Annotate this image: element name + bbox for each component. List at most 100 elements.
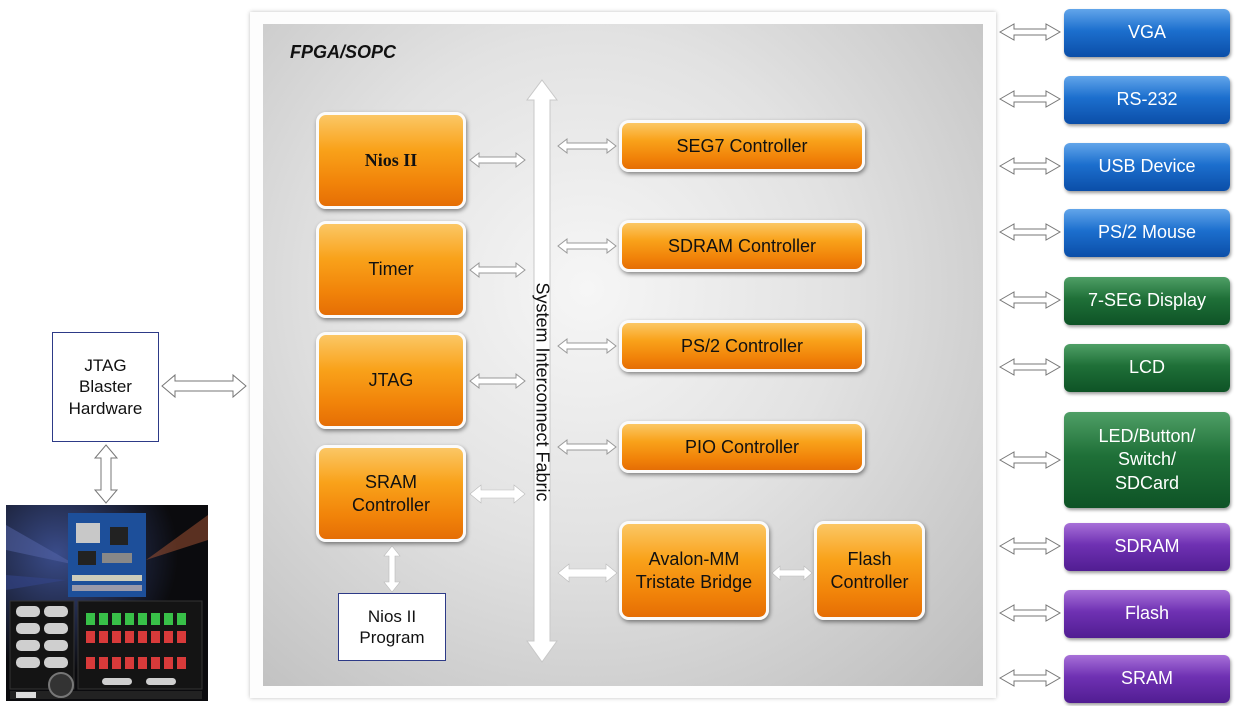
board-led-red: [112, 631, 121, 643]
board-led-red: [151, 657, 160, 669]
system-interconnect-label: System Interconnect Fabric: [532, 282, 553, 502]
sdram-controller-block: SDRAM Controller: [619, 220, 865, 272]
jtag-block: JTAG: [316, 332, 466, 429]
seven-seg-display-label: 7-SEG Display: [1087, 290, 1207, 311]
avalon-bridge-block: Avalon-MM Tristate Bridge: [619, 521, 769, 620]
board-button: [16, 657, 40, 668]
board-led-red: [125, 631, 134, 643]
board-led-red: [112, 657, 121, 669]
nios-ii-block: Nios II: [316, 112, 466, 209]
lcd-arrow: [998, 358, 1062, 376]
sram-program-arrow: [383, 545, 401, 593]
vga-arrow: [998, 23, 1062, 41]
board-led-red: [99, 631, 108, 643]
peripheral-arrows: [998, 23, 1062, 687]
flash-label: Flash: [1124, 603, 1169, 624]
usb-device-block: USB Device: [1064, 143, 1230, 191]
jtag-blaster-hardware-label: JTAG Blaster Hardware: [68, 356, 143, 418]
board-led-red: [138, 657, 147, 669]
bridge-flash-arrow: [771, 565, 813, 581]
rs232-block: RS-232: [1064, 76, 1230, 124]
lcd-block: LCD: [1064, 344, 1230, 392]
vga-label: VGA: [1127, 22, 1166, 43]
left-bus-arrows: [469, 151, 526, 390]
board-led-green: [164, 613, 173, 625]
sdram-controller-label: SDRAM Controller: [667, 235, 817, 256]
rs232-arrow: [998, 90, 1062, 108]
sram-controller-block: SRAM Controller: [316, 445, 466, 542]
board-led-red: [177, 631, 186, 643]
avalon-bridge-label: Avalon-MM Tristate Bridge: [635, 549, 753, 592]
board-led-red: [151, 631, 160, 643]
board-button: [16, 606, 40, 617]
board-button: [102, 678, 132, 685]
sram-controller-label: SRAM Controller: [351, 472, 431, 515]
board-led-red: [99, 657, 108, 669]
bridge-bus-arrow: [557, 563, 618, 583]
seven-seg-display-block: 7-SEG Display: [1064, 277, 1230, 325]
ps2-ctrl-bus-arrow: [557, 337, 617, 355]
flash-block: Flash: [1064, 590, 1230, 638]
right-bus-arrows: [557, 137, 617, 456]
jtag-bus-arrow: [469, 372, 526, 390]
usb-arrow: [998, 157, 1062, 175]
board-led-red: [86, 657, 95, 669]
rs232-label: RS-232: [1116, 89, 1178, 110]
board-led-green: [112, 613, 121, 625]
flash-controller-block: Flash Controller: [814, 521, 925, 620]
fpga-title: FPGA/SOPC: [290, 42, 397, 62]
nios-ii-program-box: Nios II Program: [338, 593, 446, 661]
board-button: [44, 640, 68, 651]
board-led-red: [164, 631, 173, 643]
sdram-arrow: [998, 537, 1062, 555]
board-button: [44, 657, 68, 668]
led-arrow: [998, 451, 1062, 469]
ps2-mouse-label: PS/2 Mouse: [1097, 222, 1197, 243]
board-button: [44, 606, 68, 617]
board-picture: [6, 505, 208, 701]
seg7-controller-block: SEG7 Controller: [619, 120, 865, 172]
sdram-label: SDRAM: [1114, 536, 1180, 557]
ps2-mouse-block: PS/2 Mouse: [1064, 209, 1230, 257]
board-led-red: [164, 657, 173, 669]
pio-controller-block: PIO Controller: [619, 421, 865, 473]
ps2-mouse-arrow: [998, 223, 1062, 241]
timer-label: Timer: [368, 259, 414, 280]
sdram-ctrl-bus-arrow: [557, 237, 617, 255]
ps2-controller-label: PS/2 Controller: [680, 335, 804, 356]
led-button-switch-sdcard-label: LED/Button/ Switch/ SDCard: [1098, 425, 1196, 493]
board-led-green: [99, 613, 108, 625]
usb-device-label: USB Device: [1098, 156, 1196, 177]
system-bus-arrow: [526, 79, 558, 663]
timer-bus-arrow: [469, 261, 526, 279]
board-led-green: [151, 613, 160, 625]
led-button-switch-sdcard-block: LED/Button/ Switch/ SDCard: [1064, 412, 1230, 508]
vga-block: VGA: [1064, 9, 1230, 57]
board-led-green: [138, 613, 147, 625]
sdram-block: SDRAM: [1064, 523, 1230, 571]
seg-display-arrow: [998, 291, 1062, 309]
flash-arrow: [998, 604, 1062, 622]
sram-bus-arrow: [469, 484, 526, 504]
board-led-green: [125, 613, 134, 625]
pio-ctrl-bus-arrow: [557, 438, 617, 456]
seg7-bus-arrow: [557, 137, 617, 155]
board-dial: [48, 672, 74, 698]
pio-controller-label: PIO Controller: [684, 436, 800, 457]
board-led-red: [86, 631, 95, 643]
board-led-red: [177, 657, 186, 669]
sram-arrow: [998, 669, 1062, 687]
sram-block: SRAM: [1064, 655, 1230, 703]
board-led-green: [177, 613, 186, 625]
jtag-hw-board-arrow: [93, 444, 119, 504]
jtag-label: JTAG: [368, 370, 414, 391]
timer-block: Timer: [316, 221, 466, 318]
board-button: [16, 623, 40, 634]
board-button: [146, 678, 176, 685]
sram-label: SRAM: [1120, 668, 1173, 689]
nios-ii-program-label: Nios II Program: [359, 606, 425, 647]
ps2-controller-block: PS/2 Controller: [619, 320, 865, 372]
board-button: [16, 640, 40, 651]
board-led-red: [125, 657, 134, 669]
